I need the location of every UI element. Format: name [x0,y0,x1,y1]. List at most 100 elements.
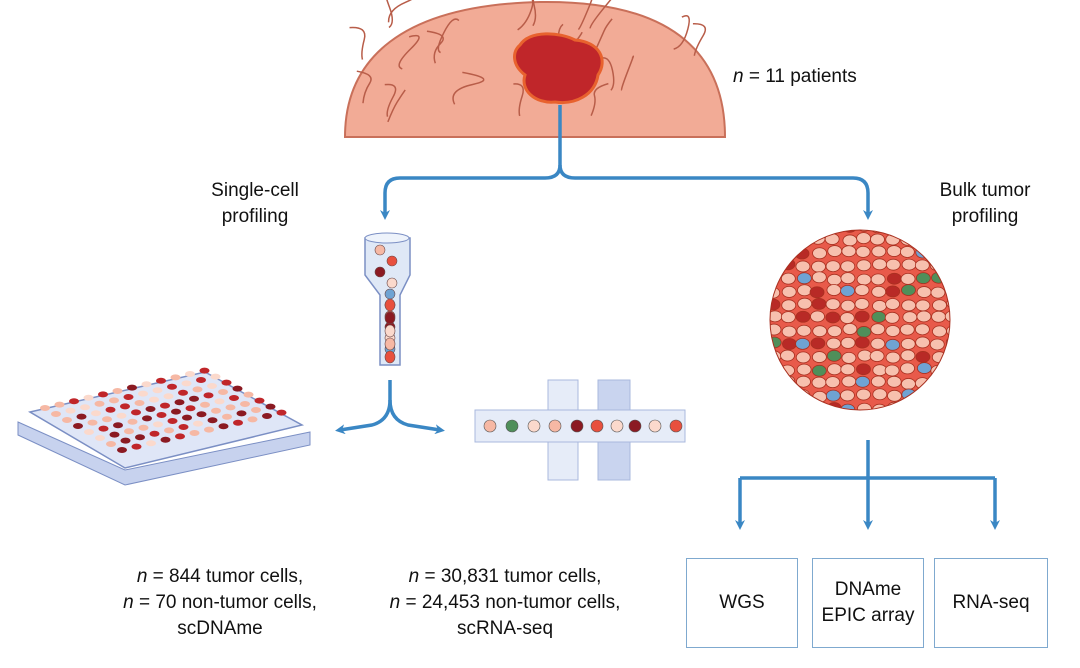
tumor-cell [932,325,947,338]
well [134,400,145,406]
tumor-cell [812,325,828,338]
well [210,373,221,380]
microfluidic-chip [474,379,686,481]
tumor-cell [871,285,887,298]
tumor-cell [825,260,841,273]
well [40,405,50,411]
well [164,427,174,434]
tumor-cell [780,375,796,388]
well [142,415,152,422]
tumor-cell [916,310,932,323]
well [65,407,76,414]
brain-gyrus [398,34,420,70]
assay-label: WGS [719,592,765,613]
tumor-cell [856,232,872,245]
tumor-cell [931,233,946,246]
n-symbol: n [408,566,420,587]
single-cell-line2: profiling [221,206,289,227]
tumor-cell [796,324,812,337]
assay-rna-seq: RNA-seq [934,558,1048,648]
brain-gyrus [356,70,372,104]
well [73,423,83,429]
tumor-cell [885,258,901,271]
bulk-line2: profiling [951,206,1019,227]
cell [384,298,396,312]
well [276,409,287,416]
tumor-cell [854,310,870,323]
tumor-cell [841,245,857,258]
well [95,435,105,441]
tumor-cell [885,285,901,298]
tumor-cell [770,350,782,363]
tumor-cell [825,389,841,402]
well [153,421,163,428]
tumor-cell [901,378,916,390]
tumor-cell [854,336,870,349]
well [189,430,200,436]
tumor-cell [931,310,946,323]
tumor-cell [947,272,950,285]
tumor-cell [884,311,900,324]
tumor-cell [795,337,811,350]
tumor-cell [825,376,841,389]
tumor-cell [871,245,887,258]
tumor-cell [842,230,858,233]
tumor-cell [900,349,916,362]
tumor-cell [946,325,950,337]
tumor-cell [915,323,930,336]
cell [384,337,396,351]
well [141,381,152,388]
tumor-cell [854,284,870,296]
tumor-cell [931,247,946,260]
non-tumor-cells: = 70 non-tumor cells, [138,592,317,613]
tumor-cell [930,286,946,299]
tumor-cell [770,323,782,336]
tumor-cell [782,233,798,246]
tumor-cell [795,310,811,323]
brain-gyrus [594,18,613,52]
tumor-cell [870,233,885,246]
tumor-cell [827,325,843,338]
tumor-cell [840,363,856,376]
tumor-cell [929,338,945,351]
assay-label-2: EPIC array [821,605,915,626]
tumor-cell [854,298,870,310]
tumor-cell [770,376,782,389]
tumor-cell [914,259,930,272]
tumor-cell [946,401,950,410]
tumor-cell [872,300,887,312]
well [193,420,203,427]
tumor-cell [886,401,902,410]
well [138,390,148,397]
tumor-cell [901,258,917,271]
brain-gyrus [590,82,609,116]
well [218,389,228,395]
well [160,436,171,443]
cell [386,277,398,289]
tumor-cell [931,271,946,284]
tumor-cell [840,336,856,349]
tumor-cell [856,273,872,286]
tumor-cell [886,272,902,285]
tumor-cell [780,403,796,410]
tumor-cell [946,297,950,310]
well [123,394,134,400]
well [105,406,116,413]
tumor-cell [872,388,888,401]
assay-label: RNA-seq [952,592,1030,613]
tumor-cell [916,362,932,374]
tumor-cell [946,377,950,390]
cell [384,324,396,338]
tumor-cell [782,230,797,233]
tumor-cell [886,375,902,388]
tumor-cell [770,271,781,283]
well [262,413,272,419]
tumor-cell [811,364,827,377]
tumor-cell [811,297,827,310]
tumor-cell [770,246,781,259]
well [117,447,127,453]
brain-gyrus [386,0,394,29]
well [149,396,159,403]
brain-gyrus [692,22,707,56]
brain-gyrus [387,89,406,123]
